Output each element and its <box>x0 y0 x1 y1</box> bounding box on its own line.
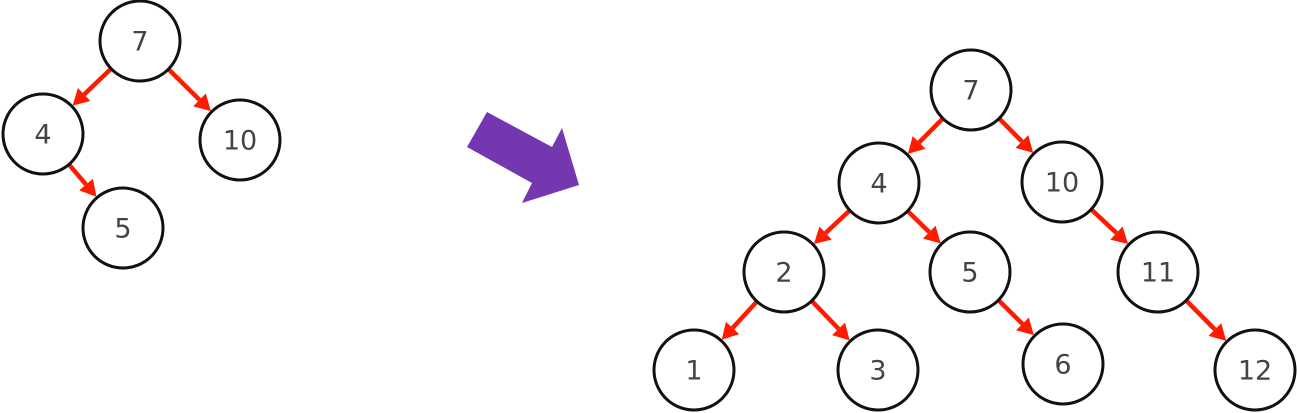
edge-arrow <box>1088 206 1129 244</box>
node-circle <box>652 328 736 412</box>
node-label: 2 <box>775 258 792 289</box>
node-label: 3 <box>869 356 886 387</box>
node-label: 6 <box>1054 350 1071 381</box>
tree-node: 3 <box>836 328 920 412</box>
tree-node: 12 <box>1213 328 1297 412</box>
node-label: 4 <box>34 120 51 151</box>
node-circle <box>1021 322 1105 406</box>
tree-node: 10 <box>198 98 282 182</box>
edge-arrow <box>996 115 1034 153</box>
edge-arrow <box>995 297 1034 336</box>
before-tree-nodes: 7 4 10 5 <box>1 0 282 270</box>
edge-arrow <box>72 65 115 106</box>
node-circle <box>742 230 826 314</box>
tree-node: 5 <box>928 230 1012 314</box>
edge-arrow <box>808 297 850 341</box>
node-circle <box>836 328 920 412</box>
tree-node: 7 <box>929 48 1013 132</box>
node-label: 10 <box>1045 168 1079 199</box>
node-label: 11 <box>1141 258 1175 289</box>
node-label: 7 <box>962 76 979 107</box>
node-label: 10 <box>223 126 257 157</box>
node-label: 5 <box>961 258 978 289</box>
tree-node: 4 <box>837 141 921 225</box>
node-circle <box>1 92 85 176</box>
edge-arrow <box>904 207 941 244</box>
before-tree-edges <box>65 65 211 197</box>
node-circle <box>1213 328 1297 412</box>
node-label: 5 <box>114 214 131 245</box>
edge-arrow <box>907 115 946 154</box>
node-circle <box>1020 140 1104 224</box>
tree-node: 6 <box>1021 322 1105 406</box>
tree-node: 4 <box>1 92 85 176</box>
tree-node: 1 <box>652 328 736 412</box>
node-circle <box>1116 230 1200 314</box>
node-circle <box>81 186 165 270</box>
tree-node: 7 <box>98 0 182 83</box>
node-label: 12 <box>1238 356 1272 387</box>
node-label: 1 <box>685 356 702 387</box>
node-circle <box>198 98 282 182</box>
arrow-down-right-icon <box>467 112 579 203</box>
node-label: 4 <box>870 169 887 200</box>
before-tree: 7 4 10 5 <box>1 0 282 270</box>
tree-node: 11 <box>1116 230 1200 314</box>
edge-arrow <box>165 66 211 112</box>
node-circle <box>929 48 1013 132</box>
after-tree-edges <box>721 115 1227 341</box>
edge-arrow <box>721 298 760 340</box>
tree-node: 5 <box>81 186 165 270</box>
tree-node: 10 <box>1020 140 1104 224</box>
node-circle <box>98 0 182 83</box>
edge-arrow <box>65 161 97 197</box>
tree-node: 2 <box>742 230 826 314</box>
node-circle <box>928 230 1012 314</box>
node-circle <box>837 141 921 225</box>
node-label: 7 <box>131 27 148 58</box>
edge-arrow <box>1183 297 1227 341</box>
edge-arrow <box>813 207 853 244</box>
